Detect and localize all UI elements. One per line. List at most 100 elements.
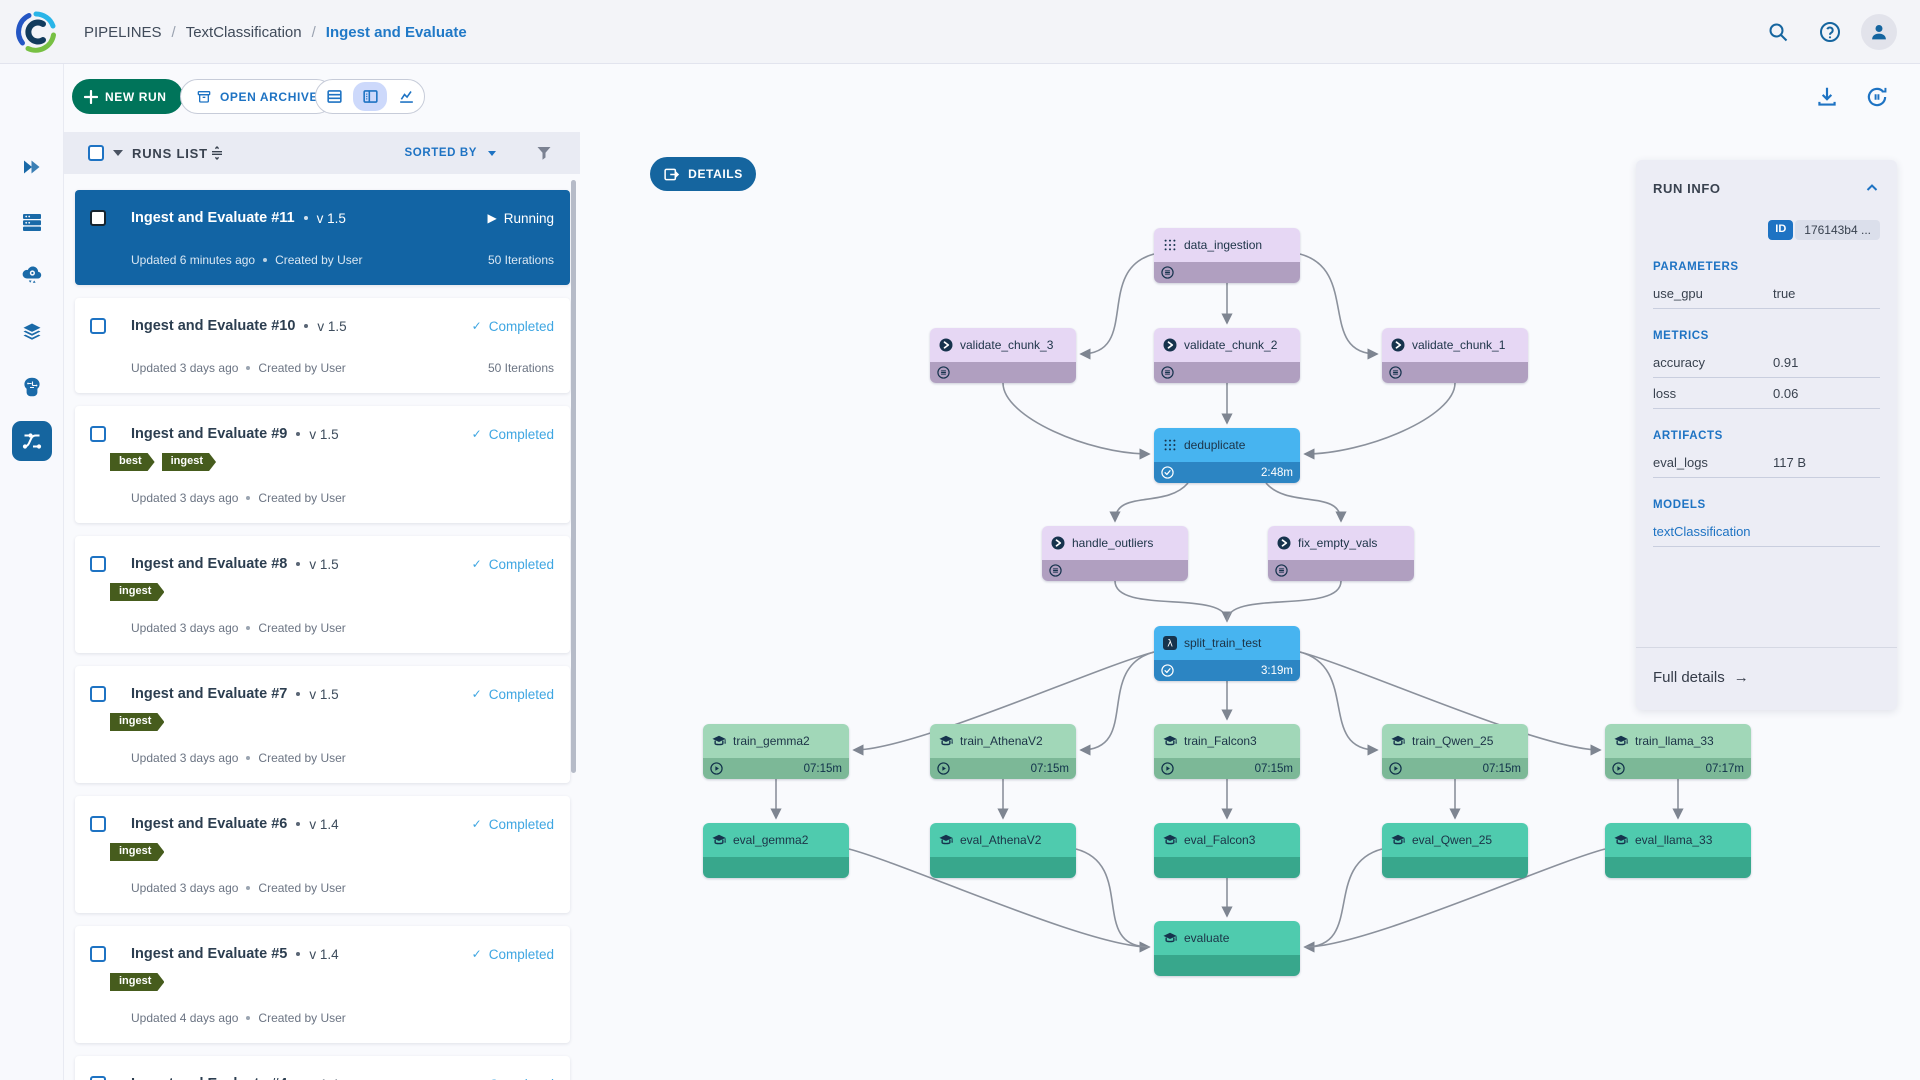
- run-checkbox[interactable]: [90, 946, 106, 962]
- sidebar-item-models[interactable]: [12, 367, 52, 407]
- dag-node-evaluate[interactable]: evaluate: [1154, 921, 1300, 976]
- sorted-by-caret-icon[interactable]: [488, 151, 496, 156]
- run-version: v 1.5: [309, 426, 339, 442]
- run-checkbox[interactable]: [90, 816, 106, 832]
- tag[interactable]: ingest: [162, 453, 216, 471]
- select-all-caret-icon[interactable]: [113, 150, 123, 156]
- open-archive-label: OPEN ARCHIVE: [220, 89, 319, 104]
- dag-node-eval_Falcon3[interactable]: eval_Falcon3: [1154, 823, 1300, 878]
- open-archive-button[interactable]: OPEN ARCHIVE: [180, 79, 335, 114]
- graduation-cap-icon: [1163, 735, 1177, 746]
- run-card[interactable]: Ingest and Evaluate #4v 1.4✓Completed: [75, 1056, 570, 1080]
- run-iterations: 50 Iterations: [487, 361, 554, 375]
- run-checkbox[interactable]: [90, 210, 106, 226]
- autoscalers-icon: [22, 266, 42, 283]
- table-view-button[interactable]: [317, 82, 351, 111]
- run-checkbox[interactable]: [90, 686, 106, 702]
- filter-icon[interactable]: [535, 144, 553, 162]
- node-label: evaluate: [1184, 931, 1230, 945]
- auto-refresh-icon[interactable]: [1864, 84, 1890, 110]
- completed-check-icon: [1161, 466, 1174, 479]
- sidebar-item-queues[interactable]: [12, 202, 52, 242]
- run-created-by: Created by User: [258, 751, 346, 765]
- run-checkbox[interactable]: [90, 318, 106, 334]
- run-status: ✓Completed: [471, 946, 554, 962]
- dag-node-validate_chunk_3[interactable]: validate_chunk_3: [930, 328, 1076, 383]
- new-run-button[interactable]: NEW RUN: [72, 79, 183, 114]
- dag-node-fix_empty_vals[interactable]: fix_empty_vals: [1268, 526, 1414, 581]
- sidebar-item-autoscalers[interactable]: [12, 254, 52, 294]
- dag-node-validate_chunk_1[interactable]: validate_chunk_1: [1382, 328, 1528, 383]
- lambda-icon: λ: [1163, 636, 1177, 650]
- tag[interactable]: ingest: [110, 973, 164, 991]
- queued-menu-icon: [1161, 266, 1174, 279]
- run-updated: Updated 3 days ago: [131, 361, 239, 375]
- graduation-cap-icon: [712, 735, 726, 746]
- node-duration: 07:17m: [1705, 762, 1744, 775]
- dag-node-handle_outliers[interactable]: handle_outliers: [1042, 526, 1188, 581]
- sidebar-item-pipelines[interactable]: [12, 421, 52, 461]
- details-button[interactable]: DETAILS: [650, 157, 756, 191]
- dag-node-validate_chunk_2[interactable]: validate_chunk_2: [1154, 328, 1300, 383]
- model-link[interactable]: textClassification: [1653, 523, 1751, 539]
- sorted-by-button[interactable]: SORTED BY: [404, 147, 477, 159]
- run-version: v 1.4: [309, 816, 339, 832]
- sidebar-item-projects[interactable]: [12, 147, 52, 187]
- search-icon[interactable]: [1766, 20, 1790, 44]
- breadcrumb-separator: /: [311, 23, 316, 41]
- running-play-icon: [1389, 762, 1402, 775]
- tag[interactable]: ingest: [110, 843, 164, 861]
- graduation-cap-icon: [712, 834, 726, 845]
- dag-node-data_ingestion[interactable]: data_ingestion: [1154, 228, 1300, 283]
- sidebar-item-datasets[interactable]: [12, 312, 52, 352]
- node-label: fix_empty_vals: [1298, 536, 1378, 550]
- breadcrumb-project[interactable]: TextClassification: [185, 23, 302, 41]
- node-label: split_train_test: [1184, 636, 1262, 650]
- split-view-button[interactable]: [353, 82, 387, 111]
- run-created-by: Created by User: [258, 1011, 346, 1025]
- id-value[interactable]: 176143b4 ...: [1795, 220, 1880, 240]
- run-version: v 1.5: [316, 210, 346, 226]
- runs-list-scrollbar[interactable]: [571, 180, 576, 773]
- column-settings-icon[interactable]: [209, 145, 225, 161]
- help-icon[interactable]: [1818, 20, 1842, 44]
- select-all-checkbox[interactable]: [88, 145, 104, 161]
- run-checkbox[interactable]: [90, 556, 106, 572]
- metrics-view-button[interactable]: [389, 82, 423, 111]
- tag[interactable]: best: [110, 453, 155, 471]
- tag[interactable]: ingest: [110, 583, 164, 601]
- completed-check-icon: ✓: [471, 427, 482, 441]
- dag-node-eval_gemma2[interactable]: eval_gemma2: [703, 823, 849, 878]
- run-created-by: Created by User: [258, 361, 346, 375]
- breadcrumb-pipeline-name[interactable]: Ingest and Evaluate: [325, 23, 467, 41]
- run-checkbox[interactable]: [90, 426, 106, 442]
- tag[interactable]: ingest: [110, 713, 164, 731]
- dag-node-eval_Qwen_25[interactable]: eval_Qwen_25: [1382, 823, 1528, 878]
- dag-node-eval_AthenaV2[interactable]: eval_AthenaV2: [930, 823, 1076, 878]
- user-avatar[interactable]: [1861, 14, 1897, 50]
- collapse-panel-icon[interactable]: [1864, 180, 1880, 196]
- parameter-label: use_gpu: [1653, 285, 1703, 301]
- breadcrumb-pipelines[interactable]: PIPELINES: [84, 23, 162, 41]
- run-checkbox[interactable]: [90, 1076, 106, 1080]
- clearml-logo[interactable]: [13, 9, 59, 55]
- node-duration: 07:15m: [803, 762, 842, 775]
- download-icon[interactable]: [1814, 84, 1840, 110]
- dag-node-eval_llama_33[interactable]: eval_llama_33: [1605, 823, 1751, 878]
- full-details-link[interactable]: Full details →: [1653, 669, 1749, 686]
